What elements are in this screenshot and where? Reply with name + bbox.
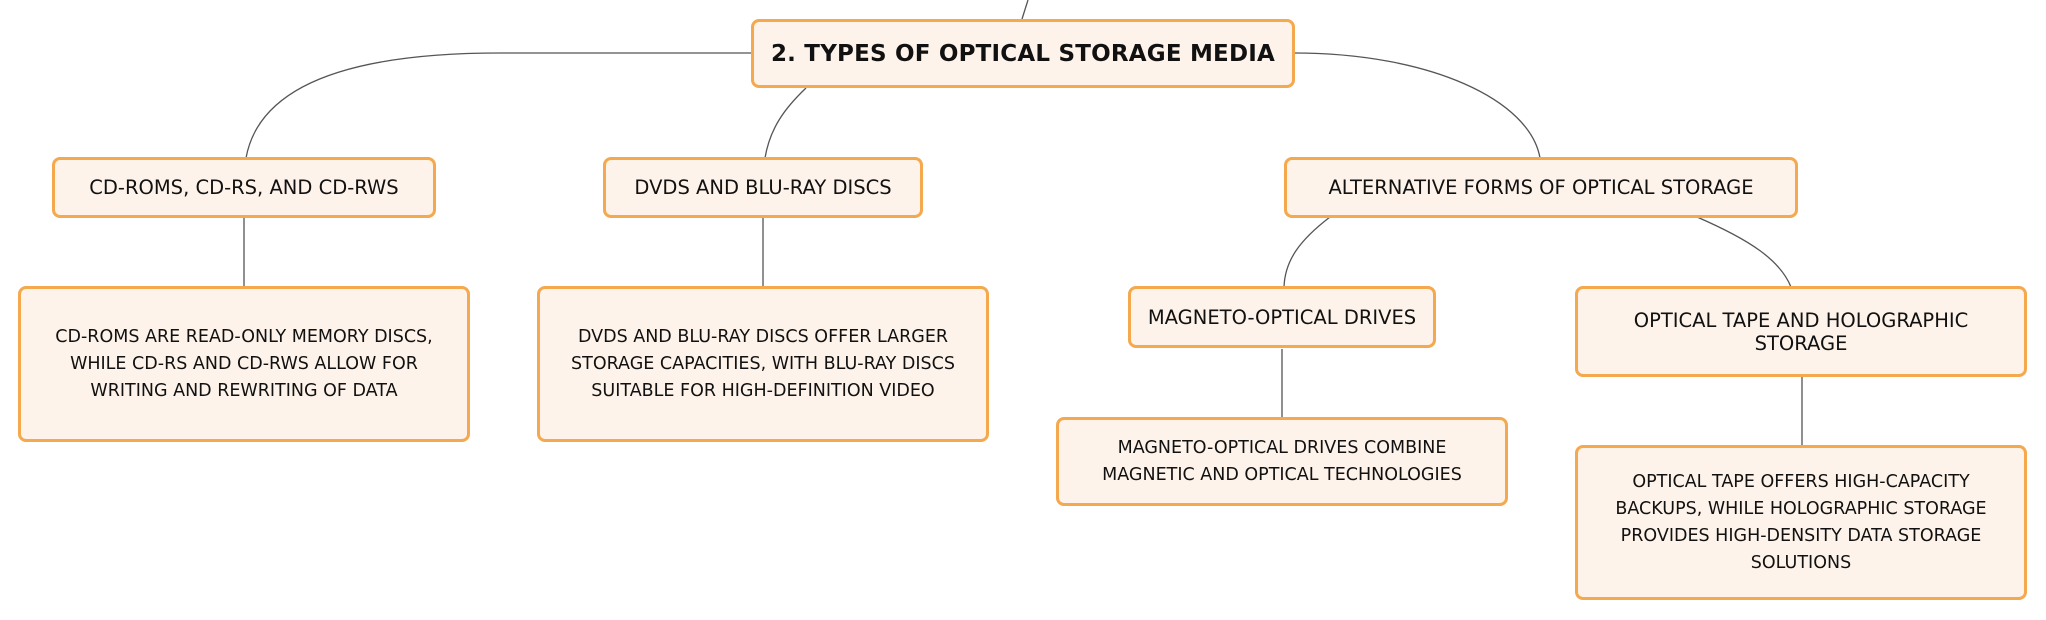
topic-node-dvds[interactable]: DVDS AND BLU-RAY DISCS [603,157,923,218]
detail-node-dvds-text: DVDS AND BLU-RAY DISCS OFFER LARGER STOR… [571,326,955,401]
detail-node-dvds[interactable]: DVDS AND BLU-RAY DISCS OFFER LARGER STOR… [537,286,989,442]
detail-node-optical-tape-text: OPTICAL TAPE OFFERS HIGH-CAPACITY BACKUP… [1615,471,1987,573]
detail-node-optical-tape[interactable]: OPTICAL TAPE OFFERS HIGH-CAPACITY BACKUP… [1575,445,2027,600]
topic-node-alternative-storage-label: ALTERNATIVE FORMS OF OPTICAL STORAGE [1328,176,1754,199]
connector-root-to-alternative [1293,52,1541,159]
topic-node-dvds-label: DVDS AND BLU-RAY DISCS [634,176,892,199]
detail-node-magneto-optical-text: MAGNETO-OPTICAL DRIVES COMBINE MAGNETIC … [1102,437,1462,485]
connector-to-parent [1021,0,1029,20]
topic-node-alternative-storage[interactable]: ALTERNATIVE FORMS OF OPTICAL STORAGE [1284,157,1798,218]
detail-node-cdroms-text: CD-ROMS ARE READ-ONLY MEMORY DISCS, WHIL… [55,326,433,401]
detail-node-cdroms[interactable]: CD-ROMS ARE READ-ONLY MEMORY DISCS, WHIL… [18,286,470,442]
topic-node-cdroms-label: CD-ROMS, CD-RS, AND CD-RWS [89,176,399,199]
connector-alternative-to-optical-tape [1696,216,1792,288]
root-node-label: 2. TYPES OF OPTICAL STORAGE MEDIA [770,40,1276,67]
detail-node-magneto-optical[interactable]: MAGNETO-OPTICAL DRIVES COMBINE MAGNETIC … [1056,417,1508,506]
topic-node-cdroms[interactable]: CD-ROMS, CD-RS, AND CD-RWS [52,157,436,218]
topic-node-optical-tape-label: OPTICAL TAPE AND HOLOGRAPHIC STORAGE [1633,308,1969,355]
topic-node-magneto-optical-label: MAGNETO-OPTICAL DRIVES [1147,305,1417,329]
topic-node-magneto-optical[interactable]: MAGNETO-OPTICAL DRIVES [1128,286,1436,348]
connector-root-to-cdroms [245,52,753,159]
root-node[interactable]: 2. TYPES OF OPTICAL STORAGE MEDIA [751,19,1295,88]
connector-root-to-dvds [764,87,807,159]
connector-alternative-to-magneto [1283,216,1331,288]
topic-node-optical-tape[interactable]: OPTICAL TAPE AND HOLOGRAPHIC STORAGE [1575,286,2027,377]
